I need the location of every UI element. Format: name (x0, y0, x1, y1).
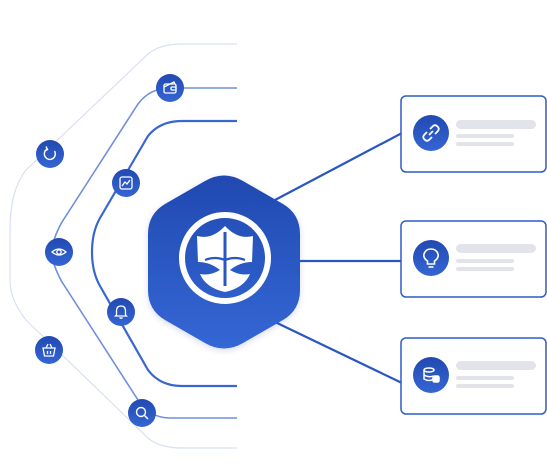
card-line-placeholder (456, 384, 514, 388)
node-basket[interactable] (35, 336, 63, 364)
card-database-sync[interactable] (400, 337, 547, 415)
database-sync-icon (423, 367, 440, 383)
card-line-placeholder (456, 142, 514, 146)
card-title-placeholder (456, 244, 536, 253)
card-line-placeholder (456, 267, 514, 271)
node-bell[interactable] (107, 298, 135, 326)
bell-icon (113, 305, 129, 319)
connector-line-top (274, 132, 403, 201)
node-trend[interactable] (112, 169, 140, 197)
card-link[interactable] (400, 95, 547, 173)
link-icon (422, 124, 440, 142)
eye-icon (51, 248, 67, 256)
shield-ship-logo-icon (179, 212, 271, 304)
trend-chart-icon (119, 176, 133, 190)
card-title-placeholder (456, 120, 536, 129)
wallet-icon (163, 81, 177, 94)
node-eye[interactable] (45, 238, 73, 266)
outer-ring-arc (9, 43, 237, 449)
inner-ring-arc (90, 119, 237, 388)
node-wallet[interactable] (156, 74, 184, 102)
card-title-placeholder (456, 361, 536, 370)
card-line-placeholder (456, 376, 514, 380)
search-icon (135, 406, 149, 420)
node-search[interactable] (128, 399, 156, 427)
connector-line-bottom (274, 321, 403, 384)
card-lightbulb[interactable] (400, 220, 547, 298)
basket-icon (42, 343, 56, 357)
lightbulb-icon (423, 248, 439, 268)
node-refresh[interactable] (36, 140, 64, 168)
card-line-placeholder (456, 259, 514, 263)
refresh-icon (43, 146, 56, 161)
card-line-placeholder (456, 134, 514, 138)
